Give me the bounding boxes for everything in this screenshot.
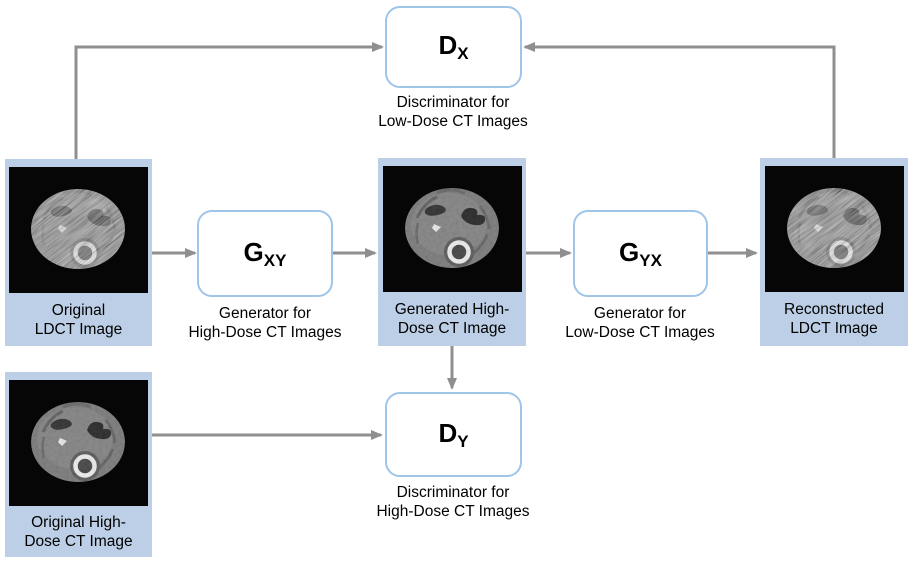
panel-original-ldct: Original LDCT Image [5, 159, 152, 346]
ct-scan-generated-hdct [382, 166, 522, 292]
caption-original-hdct-line1: Original High- [31, 513, 126, 531]
panel-generated-hdct: Generated High- Dose CT Image [378, 158, 526, 346]
gyx-caption-line1: Generator for [593, 305, 687, 322]
caption-original-hdct: Original High- Dose CT Image [24, 506, 132, 557]
caption-reconstructed-ldct-line2: LDCT Image [790, 320, 878, 337]
gxy-generator-box: GXY [197, 210, 333, 297]
arrow-reconstructed-ldct-to-dx [523, 42, 836, 159]
dy-discriminator-box: DY [385, 392, 522, 477]
dx-caption-line2: Low-Dose CT Images [378, 113, 528, 130]
dx-discriminator-box: DX [385, 6, 522, 88]
ct-scan-reconstructed-ldct [764, 166, 904, 292]
dy-caption-line1: Discriminator for [396, 484, 510, 501]
panel-reconstructed-ldct: Reconstructed LDCT Image [760, 158, 908, 346]
caption-original-ldct-line2: LDCT Image [34, 320, 123, 338]
gyx-caption-line2: Low-Dose CT Images [565, 324, 715, 341]
caption-generated-hdct: Generated High- Dose CT Image [395, 292, 510, 346]
gxy-symbol: GXY [243, 236, 287, 270]
caption-original-hdct-line2: Dose CT Image [24, 532, 133, 550]
dy-caption-line2: High-Dose CT Images [376, 503, 530, 520]
gxy-caption-line2: High-Dose CT Images [188, 324, 342, 341]
panel-original-hdct: Original High- Dose CT Image [5, 372, 152, 557]
caption-generated-hdct-line2: Dose CT Image [397, 320, 507, 337]
dy-symbol: DY [438, 417, 469, 451]
caption-original-ldct: Original LDCT Image [35, 293, 123, 346]
dx-symbol: DX [438, 30, 469, 63]
gyx-generator-box: GYX [573, 210, 708, 297]
caption-reconstructed-ldct: Reconstructed LDCT Image [784, 292, 884, 346]
arrow-original-ldct-to-dx [74, 42, 384, 159]
gyx-symbol: GYX [619, 236, 662, 270]
ct-scan-original-hdct [9, 380, 148, 506]
dy-caption: Discriminator for High-Dose CT Images [343, 483, 563, 521]
dx-caption-line1: Discriminator for [396, 94, 510, 111]
gxy-caption: Generator for High-Dose CT Images [155, 304, 375, 342]
gyx-caption: Generator for Low-Dose CT Images [530, 304, 750, 342]
dx-caption: Discriminator for Low-Dose CT Images [343, 93, 563, 131]
caption-original-ldct-line1: Original [51, 301, 106, 319]
caption-reconstructed-ldct-line1: Reconstructed [784, 301, 884, 318]
gxy-caption-line1: Generator for [218, 305, 312, 322]
ct-scan-original-ldct [9, 167, 148, 293]
caption-generated-hdct-line1: Generated High- [394, 301, 510, 318]
